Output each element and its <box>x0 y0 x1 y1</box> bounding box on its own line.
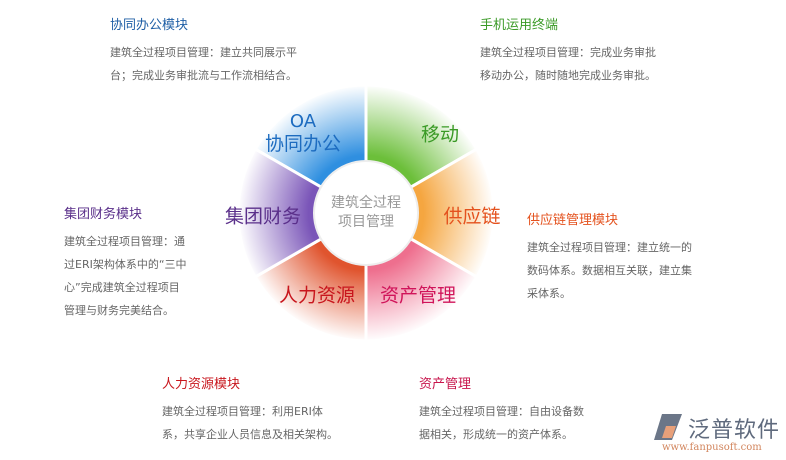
center-title: 建筑全过程项目管理 <box>331 195 401 230</box>
wheel-segment <box>236 146 369 280</box>
wheel-center <box>313 160 419 266</box>
wheel-segment <box>363 146 496 280</box>
segment-label-finance: 集团财务 <box>224 205 302 228</box>
logo-icon <box>654 414 682 440</box>
module-finance: 集团财务模块建筑全过程项目管理：通过ERI架构体系中的“三中心”完成建筑全过程项… <box>64 207 187 317</box>
segment-label-mobile: 移动 <box>420 123 460 146</box>
segment-label-supply: 供应链 <box>443 205 501 228</box>
module-oa: 协同办公模块建筑全过程项目管理：建立共同展示平台；完成业务审批流与工作流相结合。 <box>110 18 297 82</box>
module-assets: 资产管理建筑全过程项目管理：自由设备数据相关，形成统一的资产体系。 <box>419 377 584 441</box>
module-mobile: 手机运用终端建筑全过程项目管理：完成业务审批移动办公，随时随地完成业务审批。 <box>480 18 656 82</box>
segment-label-assets: 资产管理 <box>379 284 457 307</box>
module-supply: 供应链管理模块建筑全过程项目管理：建立统一的数码体系。数据相互关联，建立集采体系… <box>527 213 692 300</box>
logo-url: www.fanpusoft.com <box>662 442 762 453</box>
segment-label-hr: 人力资源 <box>278 284 356 307</box>
module-hr: 人力资源模块建筑全过程项目管理：利用ERI体系，共享企业人员信息及相关架构。 <box>162 377 338 441</box>
logo-name: 泛普软件 <box>688 418 781 443</box>
